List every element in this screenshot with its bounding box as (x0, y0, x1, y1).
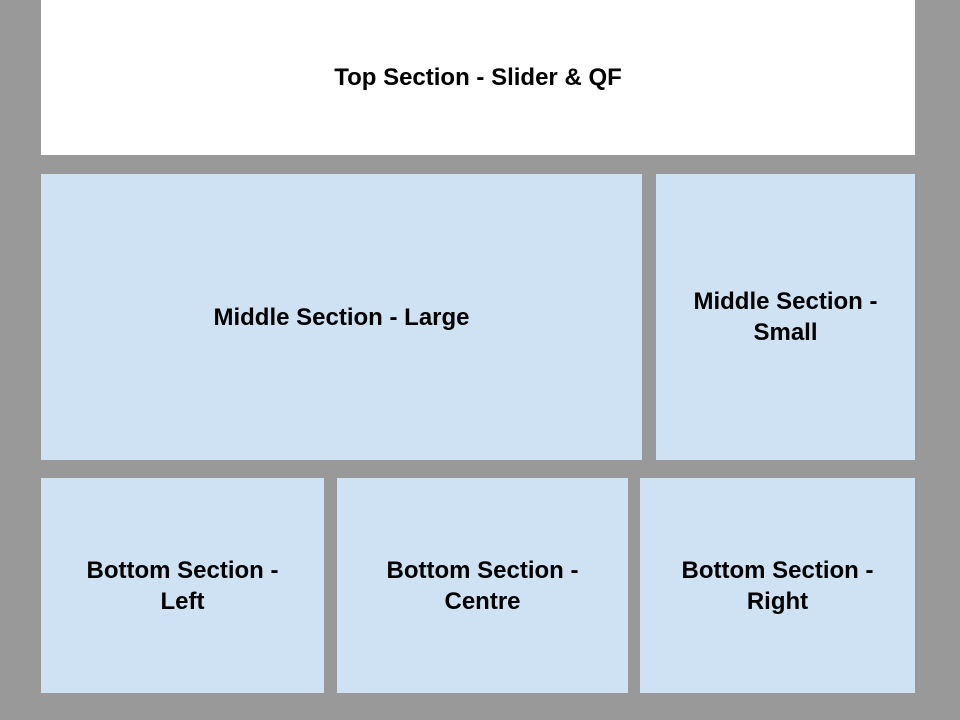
bottom-section-right: Bottom Section - Right (640, 478, 915, 693)
bottom-section-centre-label: Bottom Section - Centre (386, 556, 579, 615)
middle-section-small-label: Middle Section - Small (693, 288, 878, 346)
bottom-section-left: Bottom Section - Left (41, 478, 324, 693)
bottom-section-right-label: Bottom Section - Right (681, 556, 874, 615)
middle-section-large-label: Middle Section - Large (213, 303, 470, 331)
middle-section-small: Middle Section - Small (656, 174, 915, 460)
top-section-label: Top Section - Slider & QF (334, 64, 622, 91)
bottom-section-left-label: Bottom Section - Left (86, 556, 279, 615)
bottom-section-centre: Bottom Section - Centre (337, 478, 628, 693)
top-section: Top Section - Slider & QF (41, 0, 915, 155)
middle-section-large: Middle Section - Large (41, 174, 642, 460)
